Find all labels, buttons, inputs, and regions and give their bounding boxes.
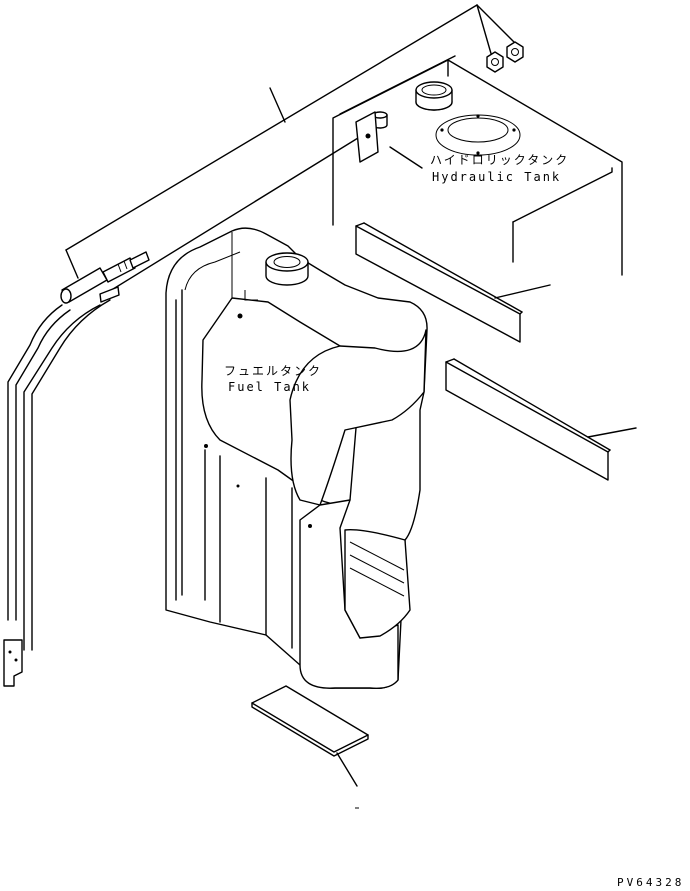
nut-icon <box>486 41 524 73</box>
rubber-strip-lower <box>445 358 637 481</box>
hydraulic-tank-label-jp: ハイドロリックタンク <box>430 153 570 167</box>
drawing-id: PV64328 <box>617 876 685 889</box>
fuel-tank <box>165 227 428 690</box>
fuel-tank-label-en: Fuel Tank <box>228 380 312 394</box>
hydraulic-tank-leader <box>389 146 423 169</box>
leader-lines <box>65 4 516 295</box>
rubber-strip-upper <box>355 222 551 343</box>
hydraulic-tank <box>332 55 623 276</box>
bottom-pad <box>251 685 369 809</box>
hydraulic-tank-label-en: Hydraulic Tank <box>432 170 562 184</box>
fuel-tank-label-jp: フュエルタンク <box>224 364 323 378</box>
hose-assembly <box>3 251 150 687</box>
